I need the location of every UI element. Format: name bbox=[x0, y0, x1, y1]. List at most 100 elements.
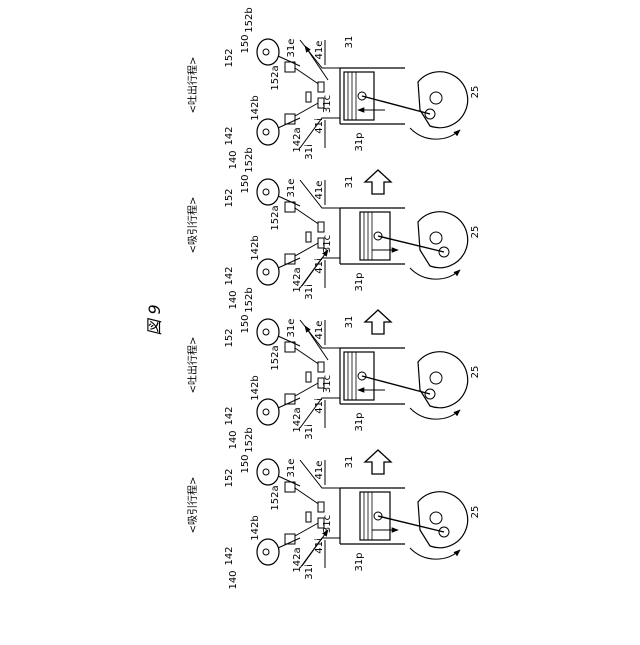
panel-intake-stroke-2: <吸引行程>150152b152152a142142b140142a31e41e… bbox=[186, 427, 481, 589]
label-150: 150 bbox=[240, 454, 251, 473]
intake-valve-stem bbox=[295, 382, 320, 396]
transition-arrow-1 bbox=[365, 170, 391, 194]
crank-journal bbox=[430, 512, 442, 524]
label-25: 25 bbox=[470, 506, 481, 519]
exhaust-cam-shaft bbox=[263, 329, 269, 335]
label-152a: 152a bbox=[270, 345, 281, 370]
label-142b: 142b bbox=[250, 375, 261, 400]
label-41e: 41e bbox=[314, 321, 325, 340]
label-31: 31 bbox=[344, 316, 355, 329]
label-142: 142 bbox=[224, 406, 235, 425]
label-31c: 31c bbox=[322, 375, 333, 393]
exhaust-valve-head bbox=[318, 82, 324, 92]
label-25: 25 bbox=[470, 366, 481, 379]
label-142b: 142b bbox=[250, 515, 261, 540]
label-41i: 41i bbox=[314, 258, 325, 274]
label-150: 150 bbox=[240, 174, 251, 193]
stroke-heading: <吸引行程> bbox=[186, 477, 199, 534]
transition-arrow-3 bbox=[365, 450, 391, 474]
stroke-heading: <吸引行程> bbox=[186, 197, 199, 254]
label-142a: 142a bbox=[292, 547, 303, 572]
label-152b: 152b bbox=[244, 7, 255, 32]
label-31c: 31c bbox=[322, 95, 333, 113]
label-142: 142 bbox=[224, 266, 235, 285]
label-31c: 31c bbox=[322, 515, 333, 533]
label-140: 140 bbox=[228, 570, 239, 589]
label-31p: 31p bbox=[354, 552, 365, 571]
label-31e: 31e bbox=[286, 179, 297, 198]
label-152b: 152b bbox=[244, 427, 255, 452]
label-142: 142 bbox=[224, 126, 235, 145]
label-41i: 41i bbox=[314, 538, 325, 554]
spark-plug bbox=[306, 372, 311, 382]
intake-valve-stem bbox=[295, 522, 320, 536]
label-142b: 142b bbox=[250, 235, 261, 260]
label-31p: 31p bbox=[354, 132, 365, 151]
label-31i: 31i bbox=[304, 144, 315, 160]
label-31e: 31e bbox=[286, 319, 297, 338]
label-142b: 142b bbox=[250, 95, 261, 120]
exhaust-valve-head bbox=[318, 222, 324, 232]
crank-rotation-arrow bbox=[410, 268, 460, 279]
label-152a: 152a bbox=[270, 485, 281, 510]
intake-valve-stem bbox=[295, 242, 320, 256]
intake-cam-shaft bbox=[263, 549, 269, 555]
label-152: 152 bbox=[224, 468, 235, 487]
label-142a: 142a bbox=[292, 267, 303, 292]
label-152b: 152b bbox=[244, 147, 255, 172]
label-150: 150 bbox=[240, 314, 251, 333]
stroke-heading: <吐出行程> bbox=[186, 57, 199, 114]
spark-plug bbox=[306, 232, 311, 242]
intake-valve-stem bbox=[295, 102, 320, 116]
label-31e: 31e bbox=[286, 39, 297, 58]
crank-web bbox=[418, 212, 468, 268]
label-152a: 152a bbox=[270, 65, 281, 90]
label-140: 140 bbox=[228, 150, 239, 169]
label-31i: 31i bbox=[304, 424, 315, 440]
intake-cam bbox=[257, 394, 295, 425]
label-140: 140 bbox=[228, 430, 239, 449]
exhaust-valve-stem bbox=[295, 348, 320, 365]
label-31: 31 bbox=[344, 36, 355, 49]
label-25: 25 bbox=[470, 226, 481, 239]
label-140: 140 bbox=[228, 290, 239, 309]
crank-journal bbox=[430, 232, 442, 244]
crank-rotation-arrow bbox=[410, 408, 460, 419]
label-150: 150 bbox=[240, 34, 251, 53]
crank-rotation-arrow bbox=[410, 548, 460, 559]
label-152: 152 bbox=[224, 328, 235, 347]
intake-cam bbox=[257, 254, 295, 285]
transition-arrow-2 bbox=[365, 310, 391, 334]
exhaust-valve-stem bbox=[295, 208, 320, 225]
label-41e: 41e bbox=[314, 461, 325, 480]
crank-journal bbox=[430, 92, 442, 104]
spark-plug bbox=[306, 512, 311, 522]
exhaust-valve-head bbox=[318, 362, 324, 372]
label-142a: 142a bbox=[292, 127, 303, 152]
intake-cam bbox=[257, 114, 295, 145]
panel-exhaust-stroke-2: <吐出行程>150152b152152a142142b140142a31e41e… bbox=[186, 287, 481, 449]
label-152b: 152b bbox=[244, 287, 255, 312]
label-31c: 31c bbox=[322, 235, 333, 253]
stroke-heading: <吐出行程> bbox=[186, 337, 199, 394]
label-41i: 41i bbox=[314, 118, 325, 134]
exhaust-valve-stem bbox=[295, 68, 320, 85]
crank-web bbox=[418, 492, 468, 548]
exhaust-cam-shaft bbox=[263, 189, 269, 195]
crank-journal bbox=[430, 372, 442, 384]
panel-exhaust-stroke-1: <吐出行程>150152b152152a142142b140142a31e41e… bbox=[186, 7, 481, 169]
label-31e: 31e bbox=[286, 459, 297, 478]
crank-rotation-arrow bbox=[410, 128, 460, 139]
figure-caption: 図 9 bbox=[145, 304, 164, 335]
exhaust-valve-stem bbox=[295, 488, 320, 505]
exhaust-valve-head bbox=[318, 502, 324, 512]
intake-cam bbox=[257, 534, 295, 565]
label-41e: 41e bbox=[314, 41, 325, 60]
label-31p: 31p bbox=[354, 412, 365, 431]
crank-web bbox=[418, 352, 468, 408]
label-152: 152 bbox=[224, 188, 235, 207]
spark-plug bbox=[306, 92, 311, 102]
label-31: 31 bbox=[344, 456, 355, 469]
exhaust-cam-shaft bbox=[263, 49, 269, 55]
